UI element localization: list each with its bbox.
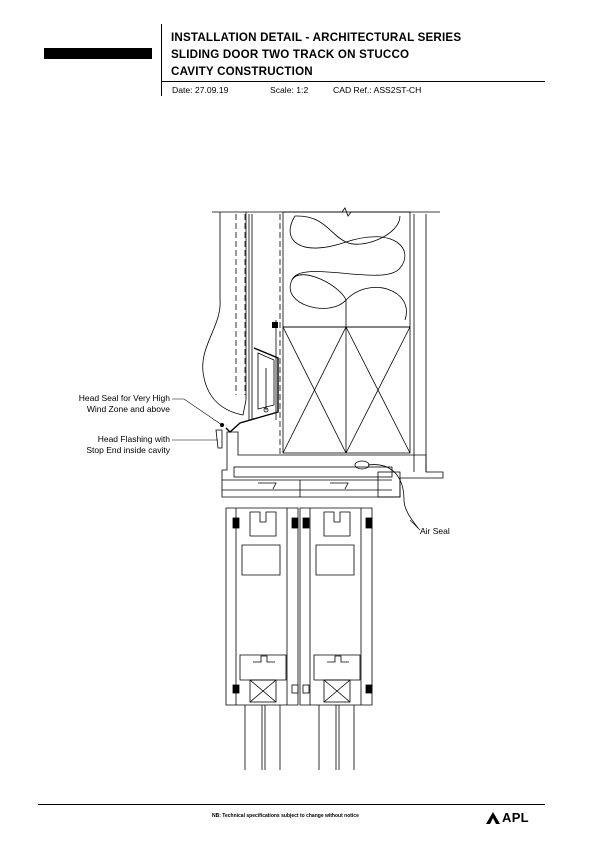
title-line-2: SLIDING DOOR TWO TRACK ON STUCCO	[171, 48, 410, 61]
head-flashing-label-line-2: Stop End inside cavity	[86, 445, 170, 455]
air-seal-bulb	[354, 460, 370, 470]
date-field: Date: 27.09.19	[172, 85, 229, 95]
air-seal-leader	[409, 519, 421, 531]
title-line-1: INSTALLATION DETAIL - ARCHITECTURAL SERI…	[171, 31, 462, 44]
insulation-box	[282, 211, 411, 328]
title-block-bar	[44, 48, 152, 59]
head-seal-label-line-1: Head Seal for Very High	[78, 393, 170, 403]
title-line-3: CAVITY CONSTRUCTION	[171, 65, 313, 78]
air-seal-label: Air Seal	[420, 526, 450, 536]
apl-logo: APL	[486, 810, 529, 825]
title-block-rule	[161, 81, 545, 82]
right-sash	[299, 507, 373, 706]
left-sash	[225, 507, 299, 706]
head-frame	[221, 431, 444, 498]
apl-logo-text: APL	[502, 810, 529, 825]
footer-rule	[38, 804, 545, 805]
footer-note: NB: Technical specifications subject to …	[212, 813, 359, 819]
apl-logo-icon	[486, 811, 500, 824]
title-block-divider	[161, 24, 162, 96]
timber-lintel	[282, 326, 411, 454]
stucco-outline	[202, 212, 247, 416]
insulation-pattern	[289, 215, 407, 321]
head-flashing-label-line-1: Head Flashing with	[97, 434, 170, 444]
head-flashing-label: Head Flashing with Stop End inside cavit…	[86, 434, 170, 456]
head-seal-label: Head Seal for Very High Wind Zone and ab…	[79, 393, 170, 415]
head-flashing	[225, 347, 279, 433]
cad-ref-field: CAD Ref.: ASS2ST-CH	[333, 85, 422, 95]
scale-field: Scale: 1:2	[270, 85, 309, 95]
head-seal-label-line-2: Wind Zone and above	[86, 404, 170, 414]
head-seal-leader	[172, 398, 223, 426]
